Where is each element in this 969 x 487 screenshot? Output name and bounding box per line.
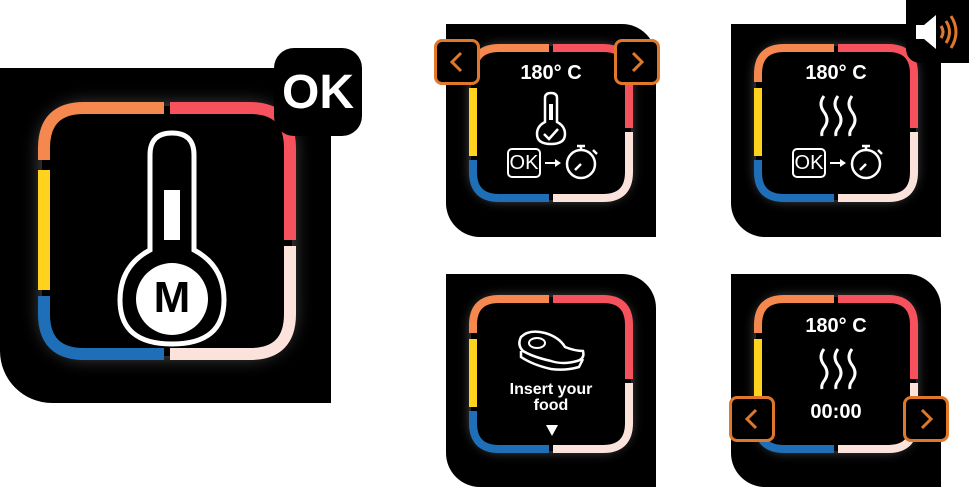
ok-icon-label: OK — [794, 151, 824, 174]
arrow-right-icon — [830, 159, 846, 167]
preheat-display: 180° C OK — [467, 42, 635, 204]
arrow-right-icon — [545, 159, 561, 167]
sound-button[interactable] — [906, 0, 969, 63]
ok-button-label: OK — [282, 65, 354, 119]
timer-icon — [565, 144, 598, 180]
insert-food-display: Insert your food — [467, 293, 635, 455]
ok-icon-label: OK — [509, 151, 539, 174]
timer-time: 00:00 — [810, 401, 862, 423]
insert-food-line2: food — [533, 397, 569, 414]
heat-waves-icon — [819, 348, 857, 390]
steak-icon — [518, 330, 585, 371]
thermometer-m-icon — [117, 130, 227, 347]
heat-waves-icon — [819, 95, 857, 137]
main-display: M — [36, 100, 298, 362]
ok-icon-box: OK — [792, 148, 826, 178]
preheat-temperature: 180° C — [520, 62, 582, 84]
ok-icon-box: OK — [507, 148, 541, 178]
timer-display: 180° C 00:00 — [752, 293, 920, 455]
thermometer-check-icon — [535, 91, 567, 146]
chevron-right-icon — [920, 408, 934, 430]
ok-button[interactable]: OK — [274, 48, 362, 136]
timer-next-button[interactable] — [903, 396, 949, 442]
timer-icon — [850, 144, 883, 180]
timer-temperature: 180° C — [805, 315, 867, 337]
chevron-left-icon — [744, 408, 758, 430]
chevron-left-icon — [449, 51, 463, 73]
speaker-icon — [916, 15, 958, 49]
mode-letter: M — [153, 273, 191, 322]
chevron-right-icon — [631, 51, 645, 73]
insert-food-line1: Insert your — [509, 381, 593, 398]
heating-display: 180° C OK — [752, 42, 920, 204]
arrow-down-icon — [546, 425, 558, 436]
preheat-prev-button[interactable] — [434, 39, 480, 85]
heating-temperature: 180° C — [805, 62, 867, 84]
timer-prev-button[interactable] — [729, 396, 775, 442]
preheat-next-button[interactable] — [614, 39, 660, 85]
